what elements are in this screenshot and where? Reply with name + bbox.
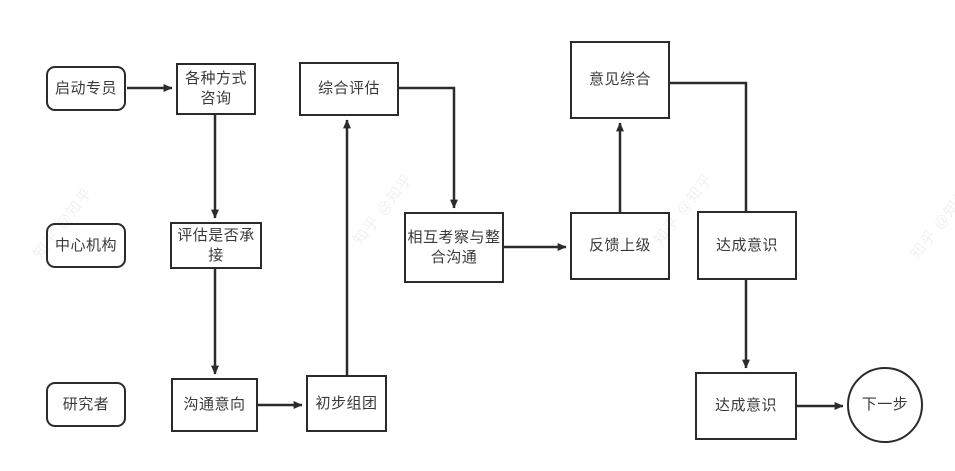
- node-zonghe-pinggu[interactable]: 综合评估: [299, 62, 399, 116]
- node-dacheng-yishi-lower[interactable]: 达成意识: [695, 372, 797, 440]
- node-goutong-yixiang[interactable]: 沟通意向: [171, 378, 258, 432]
- node-xiayibu[interactable]: 下一步: [847, 367, 923, 443]
- lane-label-zhongxin-jigou[interactable]: 中心机构: [46, 223, 126, 268]
- lane-label-yanjiuzhe[interactable]: 研究者: [46, 382, 126, 427]
- node-pinggu-shifou-chengjie[interactable]: 评估是否承 接: [170, 222, 262, 269]
- node-yijian-zonghe[interactable]: 意见综合: [570, 41, 670, 119]
- node-chubu-zutuan[interactable]: 初步组团: [306, 375, 387, 432]
- edge-yijian-to-dacheng1: [670, 81, 748, 211]
- node-xianghu-kaocha-zhenghe-goutong[interactable]: 相互考察与整 合沟通: [404, 212, 504, 283]
- edge-zongheping-to-xianghu: [399, 86, 458, 209]
- node-fankui-shangji[interactable]: 反馈上级: [570, 212, 670, 280]
- node-dacheng-yishi-upper[interactable]: 达成意识: [697, 211, 797, 280]
- node-gezhong-fangshi-zixun[interactable]: 各种方式 咨询: [176, 63, 256, 115]
- lane-label-qidong-zhuanyuan[interactable]: 启动专员: [46, 66, 126, 111]
